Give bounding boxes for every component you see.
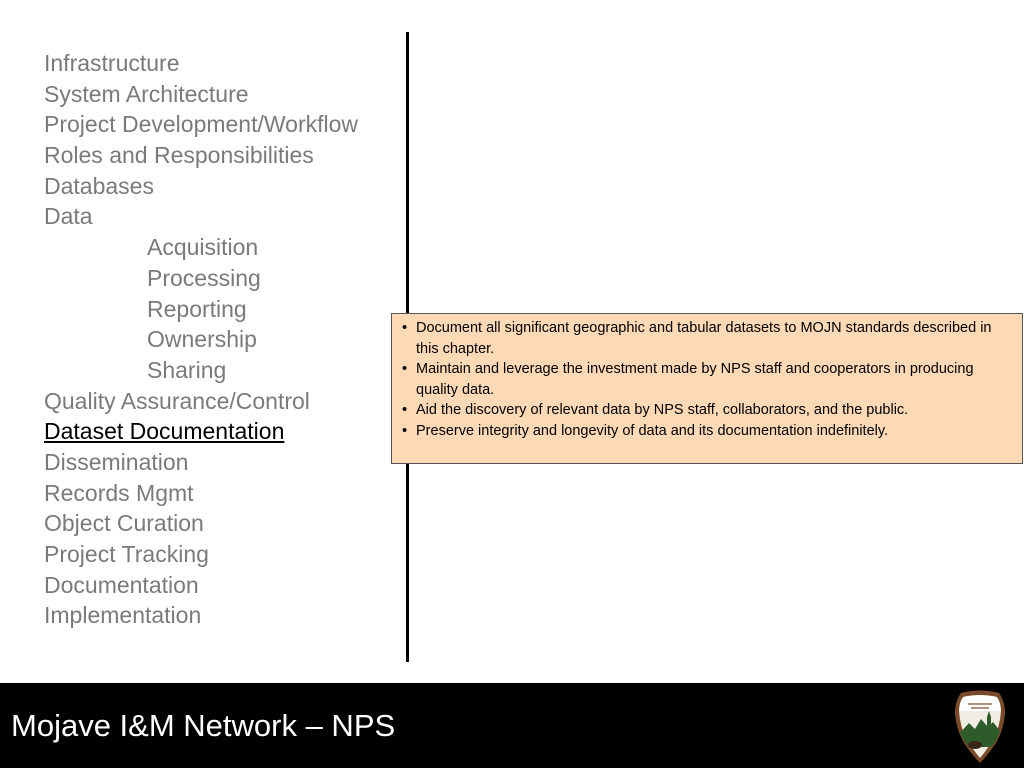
nav-item-project-tracking[interactable]: Project Tracking (44, 541, 209, 567)
nav-item-quality-assurance-control[interactable]: Quality Assurance/Control (44, 387, 310, 414)
objective-text: Maintain and leverage the investment mad… (416, 361, 974, 398)
footer-bar: Mojave I&M Network – NPS (0, 683, 1024, 768)
bullet-dot-icon: • (402, 320, 408, 336)
objective-text: Aid the discovery of relevant data by NP… (416, 402, 909, 418)
nav-item-object-curation[interactable]: Object Curation (44, 510, 204, 537)
nav-item-implementation[interactable]: Implementation (44, 602, 202, 629)
bullet-dot-icon: • (402, 402, 408, 418)
objectives-callout: • Document all significant geographic and… (391, 313, 1023, 464)
nav-item-roles-and-responsibilities[interactable]: Roles and Responsibilities (44, 142, 314, 169)
objectives-list: • Document all significant geographic and… (402, 318, 1014, 441)
nav-item-documentation[interactable]: Documentation (44, 571, 199, 598)
nav-item-databases[interactable]: Databases (44, 172, 154, 199)
bullet-dot-icon: • (402, 422, 408, 439)
nav-item-reporting[interactable]: Reporting (147, 295, 247, 322)
objective-text: Document all significant geographic and … (416, 320, 992, 357)
objective-text: Preserve integrity and longevity of data… (416, 422, 889, 439)
objective-bullet: • Aid the discovery of relevant data by N… (402, 400, 1014, 421)
bullet-dot-icon: • (402, 361, 408, 377)
nav-item-acquisition[interactable]: Acquisition (147, 234, 259, 261)
footer-title: Mojave I&M Network – NPS (11, 708, 396, 743)
objective-bullet: • Document all significant geographic and… (402, 318, 1014, 359)
nav-item-dissemination[interactable]: Dissemination (44, 448, 189, 475)
nav-item-sharing[interactable]: Sharing (147, 356, 227, 383)
nav-item-system-architecture[interactable]: System Architecture (44, 80, 249, 107)
objective-bullet: • Maintain and leverage the investment ma… (402, 359, 1014, 400)
nav-item-ownership[interactable]: Ownership (147, 326, 257, 353)
nav-item-dataset-documentation[interactable]: Dataset Documentation (44, 418, 285, 445)
nav-item-processing[interactable]: Processing (147, 264, 261, 291)
nav-item-infrastructure[interactable]: Infrastructure (44, 50, 180, 76)
objective-bullet: • Preserve integrity and longevity of dat… (402, 421, 1014, 442)
nav-item-project-development-workflow[interactable]: Project Development/Workflow (44, 111, 359, 138)
nav-item-records-mgmt[interactable]: Records Mgmt (44, 479, 194, 506)
nav-item-data[interactable]: Data (44, 203, 93, 230)
nps-arrowhead-icon (955, 690, 1005, 763)
